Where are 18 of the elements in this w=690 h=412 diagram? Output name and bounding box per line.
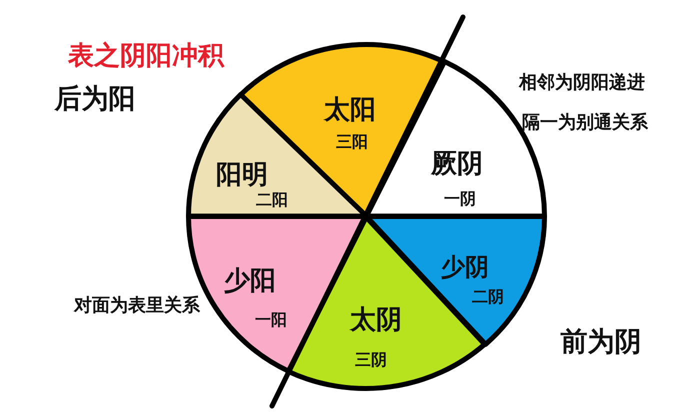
title-text: 表之阴阳冲积 (68, 43, 224, 69)
note-text: 对面为表里关系 (74, 297, 200, 315)
sector-sublabel: 三阴 (354, 352, 387, 368)
sector-label: 厥阴 (431, 150, 483, 177)
sector-label: 少阴 (441, 255, 489, 279)
sector-label: 阳明 (216, 162, 268, 188)
note-text: 隔一为别通关系 (522, 114, 648, 132)
sector-sublabel: 一阳 (255, 312, 287, 328)
sector-label: 太阴 (350, 307, 402, 333)
sector-label: 少阳 (224, 268, 276, 294)
note-text: 后为阳 (54, 86, 136, 112)
sector-sublabel: 二阴 (472, 289, 504, 305)
sector-sublabel: 二阳 (256, 192, 288, 208)
sector-label: 太阳 (324, 97, 376, 123)
note-text: 相邻为阴阳递进 (519, 74, 645, 92)
sector-sublabel: 三阳 (336, 134, 368, 150)
note-text: 前为阴 (560, 328, 642, 356)
sector-sublabel: 一阴 (444, 190, 476, 207)
